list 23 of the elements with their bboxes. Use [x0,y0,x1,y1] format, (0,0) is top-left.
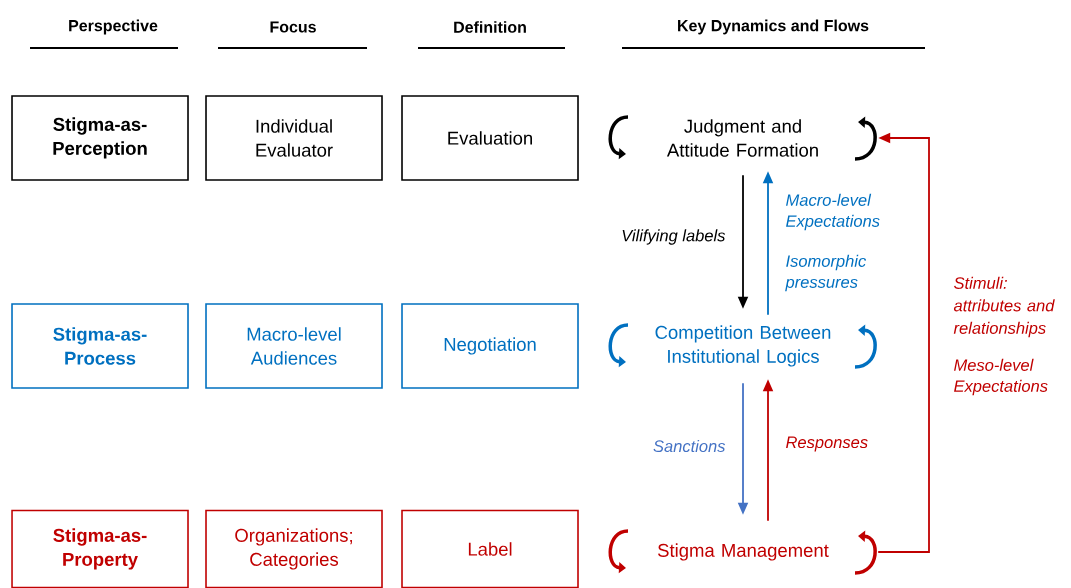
dynamic-text: Competition Between Institutional Logics [655,325,831,367]
focus-box: Macro-level Audiences [205,303,383,389]
flow-note: Isomorphic pressures [785,254,867,292]
edge-label: Vilifying labels [622,229,726,245]
edge-label: Responses [786,436,868,452]
flow-note: Meso-level Expectations [954,358,1048,396]
focus-box: Organizations; Categories [205,509,383,588]
edge-label: Stimuli: attributes and relationships [953,276,1055,338]
column-header: Perspective [69,19,158,35]
dynamic-text: Stigma Management [658,543,829,561]
perspective-box: Stigma-as-Property [11,509,189,588]
column-header: Focus [270,21,316,33]
edge-label: Macro-level Expectations [786,193,880,231]
dynamic-text: Judgment and Attitude Formation [666,119,818,157]
definition-box: Evaluation [401,95,579,181]
column-header: Key Dynamics and Flows [678,19,869,35]
perspective-box: Stigma-as-Process [11,303,189,389]
focus-box: Individual Evaluator [205,95,383,181]
perspective-box: Stigma-as-Perception [11,95,189,181]
definition-box: Label [401,509,579,588]
edge-label: Sanctions [653,439,726,453]
definition-box: Negotiation [401,303,579,389]
column-header: Definition [454,21,526,33]
